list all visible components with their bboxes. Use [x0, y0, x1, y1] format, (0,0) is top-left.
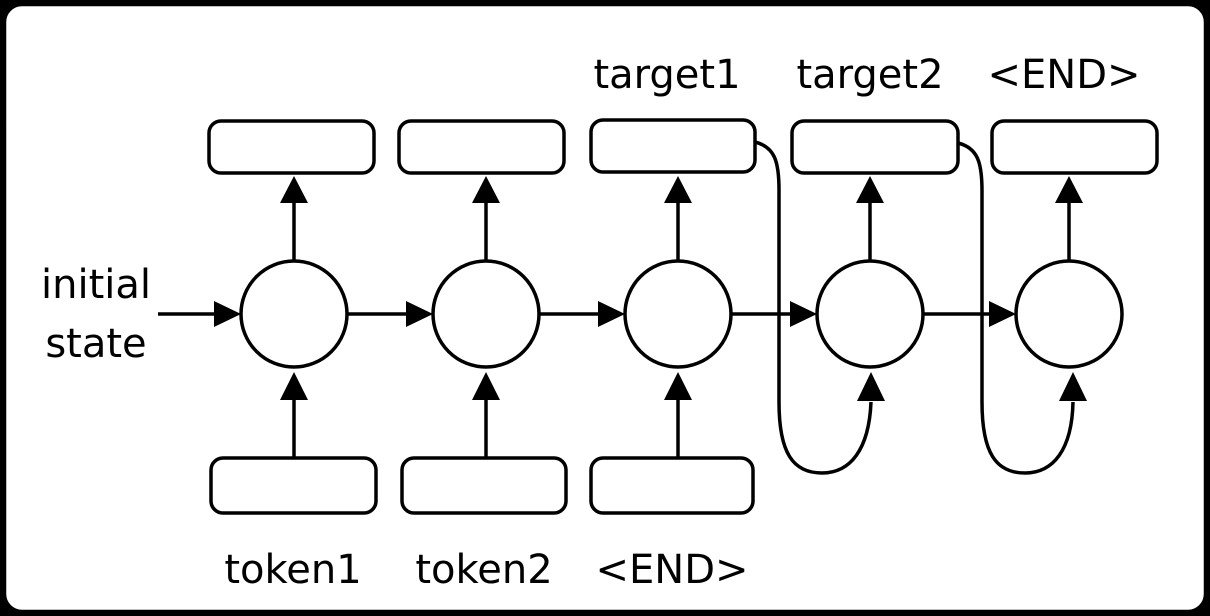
- output-arrow-4: [856, 176, 884, 261]
- output-box-2: [397, 119, 566, 175]
- output-arrow-3: [664, 176, 692, 261]
- rnn-cell-4: [815, 259, 925, 369]
- rnn-cell-5: [1014, 259, 1124, 369]
- output-arrow-5: [1055, 176, 1083, 261]
- output-box-4: [790, 119, 960, 175]
- input-arrow-2: [472, 372, 500, 458]
- recurrent-arrow-1-2: [347, 301, 433, 327]
- input-arrow-3: [664, 372, 692, 458]
- output-label-target2: target2: [796, 52, 943, 98]
- initial-state-label-line2: state: [45, 321, 146, 367]
- initial-state-label-line1: initial: [41, 262, 151, 308]
- recurrent-arrow-4-5: [923, 301, 1016, 327]
- output-label-end: <END>: [987, 52, 1140, 98]
- recurrent-arrow-2-3: [539, 301, 625, 327]
- feedback-arrow-1: [754, 140, 885, 475]
- feedback-arrow-2: [957, 141, 1087, 475]
- output-arrow-1: [280, 176, 308, 261]
- output-box-5: [990, 119, 1159, 175]
- input-label-token1: token1: [224, 547, 361, 593]
- input-box-3: [589, 456, 755, 515]
- input-arrow-1: [280, 372, 308, 458]
- input-box-1: [209, 456, 378, 515]
- output-label-target1: target1: [593, 52, 740, 98]
- input-box-2: [400, 456, 568, 515]
- output-arrow-2: [472, 176, 500, 261]
- output-box-3: [589, 118, 757, 174]
- recurrent-arrow-3-4: [731, 301, 817, 327]
- input-label-end: <END>: [595, 547, 748, 593]
- initial-state-arrow: [158, 301, 241, 327]
- output-box-1: [207, 119, 376, 175]
- rnn-cell-1: [239, 259, 349, 369]
- rnn-cell-2: [431, 259, 541, 369]
- input-label-token2: token2: [415, 547, 552, 593]
- rnn-cell-3: [623, 259, 733, 369]
